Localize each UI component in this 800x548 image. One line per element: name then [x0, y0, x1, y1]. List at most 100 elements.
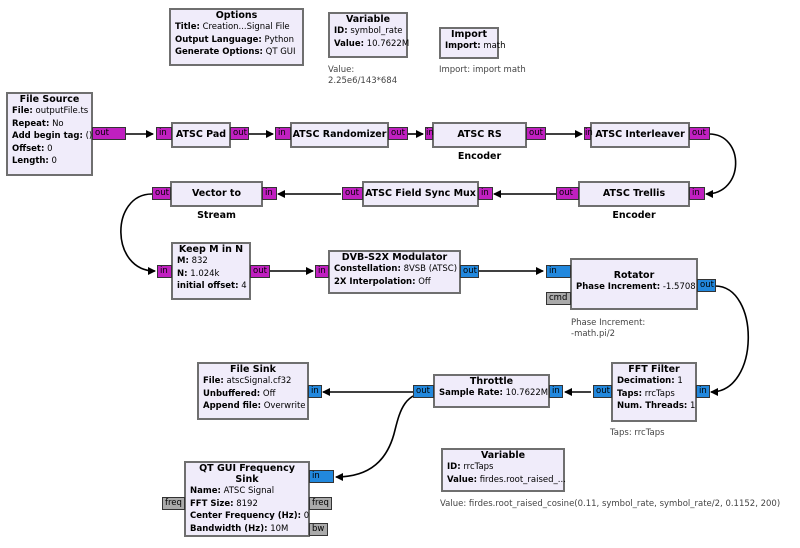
- variable-symbol-rate-block[interactable]: Variable ID: symbol_rate Value: 10.7622M: [328, 12, 410, 58]
- vector-to-stream-in-port[interactable]: in: [262, 187, 277, 200]
- qt-gui-frequency-sink-freq-out-port[interactable]: freq: [309, 497, 332, 510]
- param-title: Title: Creation...Signal File: [175, 22, 290, 32]
- block-title: Vector to Stream: [191, 188, 242, 221]
- atsc-randomizer-block[interactable]: ATSC Randomizer: [290, 122, 389, 148]
- atsc-field-sync-mux-out-port[interactable]: out: [342, 187, 363, 200]
- param-offset: Offset: 0: [12, 143, 53, 154]
- atsc-interleaver-block[interactable]: ATSC Interleaver: [590, 122, 690, 148]
- block-title: ATSC Trellis Encoder: [602, 188, 666, 221]
- import-note: Import: import math: [439, 65, 526, 75]
- fft-filter-in-port[interactable]: in: [696, 385, 710, 398]
- fft-filter-out-port[interactable]: out: [593, 385, 612, 398]
- atsc-randomizer-out-port[interactable]: out: [388, 127, 408, 140]
- atsc-trellis-encoder-out-port[interactable]: out: [556, 187, 579, 200]
- atsc-rs-encoder-out-port[interactable]: out: [526, 127, 546, 140]
- param-phase-increment: Phase Increment: -1.5708: [576, 282, 696, 292]
- param-m: M: 832: [177, 256, 208, 266]
- keep-m-in-n-out-port[interactable]: out: [250, 265, 270, 278]
- block-title: Throttle: [469, 376, 514, 387]
- block-title: ATSC RS Encoder: [457, 129, 502, 162]
- throttle-block[interactable]: Throttle Sample Rate: 10.7622M: [433, 374, 550, 408]
- atsc-interleaver-in-port[interactable]: in: [584, 127, 593, 140]
- block-title: Import: [451, 29, 487, 40]
- fft-filter-block[interactable]: FFT Filter Decimation: 1 Taps: rrcTaps N…: [611, 362, 697, 422]
- block-title: ATSC Randomizer: [292, 129, 387, 140]
- atsc-field-sync-mux-in-port[interactable]: in: [478, 187, 493, 200]
- param-decimation: Decimation: 1: [617, 376, 683, 386]
- wire-throttle-qtfreq: [335, 391, 431, 481]
- file-source-block[interactable]: File Source File: outputFile.ts Repeat: …: [6, 92, 93, 176]
- param-value: Value: firdes.root_raised_...: [447, 474, 566, 485]
- atsc-field-sync-mux-block[interactable]: ATSC Field Sync Mux: [362, 181, 479, 207]
- file-source-out-port[interactable]: out: [92, 127, 126, 140]
- qt-gui-frequency-sink-in-port[interactable]: in: [309, 470, 334, 483]
- atsc-trellis-encoder-block[interactable]: ATSC Trellis Encoder: [578, 181, 690, 221]
- param-file: File: atscSignal.cf32: [203, 376, 292, 386]
- atsc-rs-encoder-in-port[interactable]: in: [425, 127, 434, 140]
- atsc-pad-out-port[interactable]: out: [230, 127, 249, 140]
- param-interpolation: 2X Interpolation: Off: [334, 276, 431, 287]
- fft-filter-note: Taps: rrcTaps: [610, 428, 665, 438]
- block-title: Keep M in N: [178, 244, 244, 255]
- block-title: ATSC Field Sync Mux: [365, 188, 476, 199]
- block-title: DVB-S2X Modulator: [341, 252, 448, 263]
- atsc-pad-block[interactable]: ATSC Pad: [171, 122, 231, 148]
- param-repeat: Repeat: No: [12, 118, 64, 129]
- vector-to-stream-out-port[interactable]: out: [152, 187, 171, 200]
- atsc-pad-in-port[interactable]: in: [156, 127, 172, 140]
- block-title: ATSC Interleaver: [595, 129, 685, 140]
- param-id: ID: symbol_rate: [334, 26, 403, 36]
- rotator-in-port[interactable]: in: [546, 265, 571, 278]
- atsc-interleaver-out-port[interactable]: out: [689, 127, 710, 140]
- dvb-s2x-modulator-out-port[interactable]: out: [460, 265, 479, 278]
- block-title: File Source: [19, 94, 80, 105]
- throttle-in-port[interactable]: in: [549, 385, 563, 398]
- param-value: Value: 10.7622M: [334, 38, 410, 49]
- dvb-s2x-modulator-block[interactable]: DVB-S2X Modulator Constellation: 8VSB (A…: [328, 250, 461, 294]
- param-sample-rate: Sample Rate: 10.7622M: [439, 388, 549, 398]
- vector-to-stream-block[interactable]: Vector to Stream: [170, 181, 263, 221]
- param-num-threads: Num. Threads: 1: [617, 401, 696, 411]
- wire-v2s-keepm: [120, 193, 156, 275]
- atsc-trellis-encoder-in-port[interactable]: in: [689, 187, 705, 200]
- wire-rot-fft: [710, 285, 749, 396]
- variable-symbol-rate-note: Value: 2.25e6/143*684: [328, 65, 398, 86]
- block-title: File Sink: [230, 364, 276, 375]
- block-title: Rotator: [613, 270, 655, 281]
- param-generate: Generate Options: QT GUI: [175, 47, 296, 57]
- rotator-cmd-port[interactable]: cmd: [546, 292, 571, 305]
- keep-m-in-n-block[interactable]: Keep M in N M: 832 N: 1.024k initial off…: [171, 242, 251, 300]
- throttle-out-port[interactable]: out: [413, 385, 434, 398]
- param-center-frequency: Center Frequency (Hz): 0: [190, 511, 310, 521]
- atsc-rs-encoder-block[interactable]: ATSC RS Encoder: [432, 122, 527, 162]
- param-id: ID: rrcTaps: [447, 462, 494, 472]
- variable-rrctaps-block[interactable]: Variable ID: rrcTaps Value: firdes.root_…: [441, 448, 566, 492]
- qt-gui-frequency-sink-block[interactable]: QT GUI Frequency Sink Name: ATSC Signal …: [184, 461, 310, 537]
- rotator-note: Phase Increment: -math.pi/2: [571, 318, 646, 339]
- param-append-file: Append file: Overwrite: [203, 401, 306, 411]
- keep-m-in-n-in-port[interactable]: in: [157, 265, 172, 278]
- qt-gui-frequency-sink-bw-port[interactable]: bw: [309, 523, 328, 536]
- options-block[interactable]: Options Title: Creation...Signal File Ou…: [169, 8, 304, 66]
- param-initial-offset: initial offset: 4: [177, 281, 247, 291]
- block-title: Variable: [345, 14, 391, 25]
- param-fft-size: FFT Size: 8192: [190, 498, 258, 509]
- param-taps: Taps: rrcTaps: [617, 388, 675, 399]
- rotator-block[interactable]: Rotator Phase Increment: -1.5708: [570, 258, 698, 310]
- block-title: Options: [215, 10, 258, 21]
- param-bandwidth: Bandwidth (Hz): 10M: [190, 523, 289, 534]
- param-unbuffered: Unbuffered: Off: [203, 388, 276, 399]
- block-title: ATSC Pad: [175, 129, 227, 140]
- import-block[interactable]: Import Import: math: [439, 27, 506, 59]
- rotator-out-port[interactable]: out: [697, 279, 716, 292]
- atsc-randomizer-in-port[interactable]: in: [275, 127, 291, 140]
- file-sink-block[interactable]: File Sink File: atscSignal.cf32 Unbuffer…: [197, 362, 309, 420]
- block-title: FFT Filter: [628, 364, 680, 375]
- variable-rrctaps-note: Value: firdes.root_raised_cosine(0.11, s…: [440, 499, 781, 509]
- dvb-s2x-modulator-in-port[interactable]: in: [315, 265, 329, 278]
- qt-gui-frequency-sink-freq-in-port[interactable]: freq: [162, 497, 185, 510]
- wire-inter-trellis: [705, 133, 737, 198]
- param-n: N: 1.024k: [177, 268, 220, 279]
- file-sink-in-port[interactable]: in: [308, 385, 322, 398]
- param-import: Import: math: [445, 41, 506, 51]
